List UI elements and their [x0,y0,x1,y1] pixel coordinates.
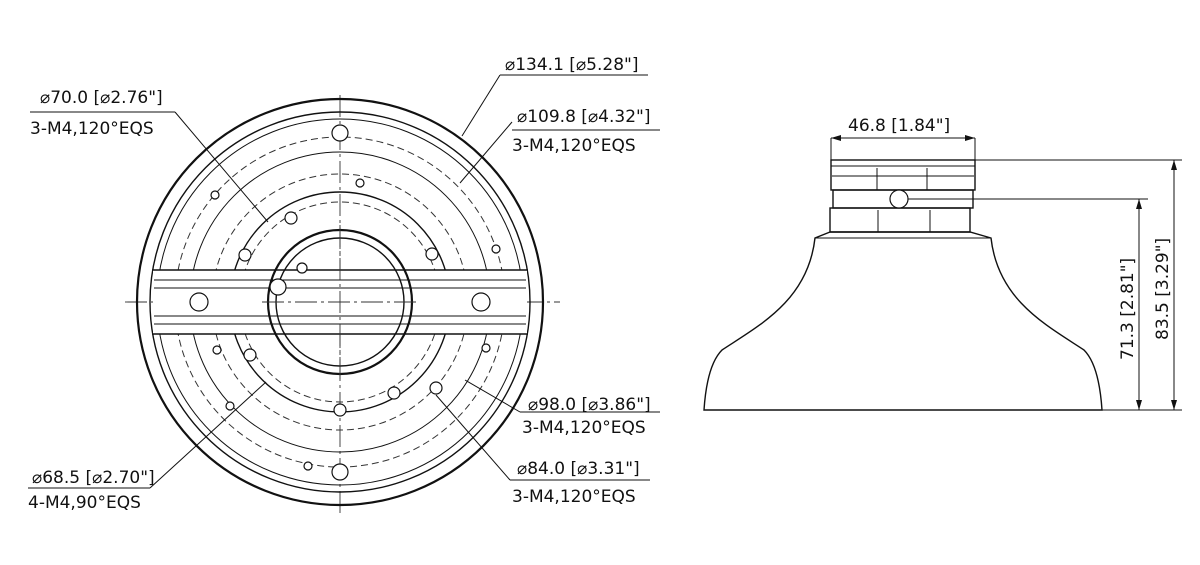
mount-hole [189,292,209,312]
neck-lower [829,207,971,233]
mount-hole [425,247,439,261]
outer-rim [135,97,545,507]
callout-d84-line2: 3-M4,120°EQS [512,487,636,507]
leader-d68 [149,381,267,489]
callout-d70-line1: ⌀70.0 [⌀2.76"] [40,88,163,108]
small-hole [212,345,222,355]
small-hole [225,401,235,411]
callout-d98-line1: ⌀98.0 [⌀3.86"] [528,395,651,415]
base-bell [703,231,1103,411]
callout-d109-line2: 3-M4,120°EQS [512,136,636,156]
small-hole [303,461,313,471]
leader-d134 [461,74,501,137]
small-hole [210,190,220,200]
callout-d70-line2: 3-M4,120°EQS [30,119,154,139]
side-screw [889,189,909,209]
width-dimension-label: 46.8 [1.84"] [848,116,950,136]
small-hole [481,343,491,353]
callout-d68-line1: ⌀68.5 [⌀2.70"] [32,468,155,488]
callout-d109-line1: ⌀109.8 [⌀4.32"] [517,107,650,127]
mount-hole [243,348,257,362]
mount-hole [331,463,349,481]
mount-hole [333,403,347,417]
mount-hole [238,248,252,262]
height-total-dimension-label: 83.5 [3.29"] [1153,238,1173,340]
height-inner-dimension-label: 71.3 [2.81"] [1118,258,1138,360]
mount-hole [296,262,308,274]
leader-d70 [174,111,269,223]
mount-hole [331,124,349,142]
small-hole [491,244,501,254]
callout-d98-line2: 3-M4,120°EQS [522,418,646,438]
callout-d84-line1: ⌀84.0 [⌀3.31"] [517,459,640,479]
callout-d134-line1: ⌀134.1 [⌀5.28"] [505,55,638,75]
leader-d84 [435,394,511,481]
mount-hole [471,292,491,312]
leader-d109 [459,121,513,184]
small-hole [355,178,365,188]
mount-hole [429,381,443,395]
leader-d98 [464,379,521,413]
top-cap [830,159,976,191]
mount-hole [284,211,298,225]
callout-d68-line2: 4-M4,90°EQS [28,493,141,513]
mount-hole [387,386,401,400]
top-view: ⌀134.1 [⌀5.28"] ⌀70.0 [⌀2.76"] 3-M4,120°… [28,55,660,515]
outer-rim-inner [149,111,531,493]
side-view: 46.8 [1.84"] 71.3 [2.81"] 83.5 [3.29"] [703,116,1182,411]
mount-hole [269,278,287,296]
